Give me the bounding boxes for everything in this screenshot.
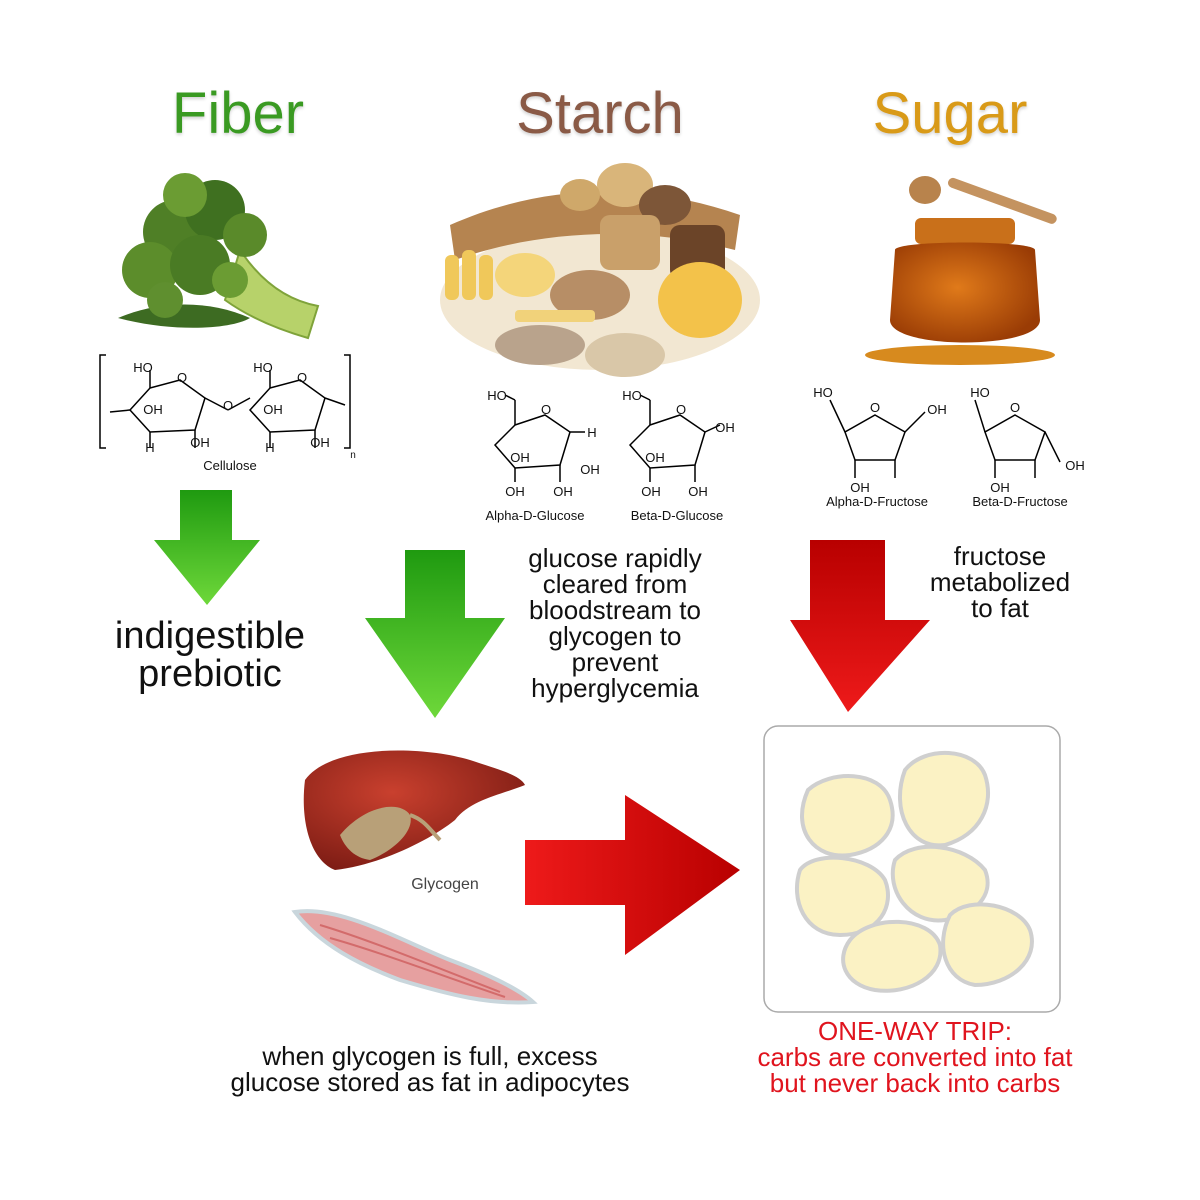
beta-glucose-o: O (675, 402, 687, 417)
starch-down-arrow (365, 550, 505, 718)
adipocytes-panel (763, 725, 1061, 1013)
glucose-note: glucose rapidly cleared from bloodstream… (490, 545, 740, 701)
cellulose-label: Cellulose (203, 458, 257, 473)
fiber-note: indigestible prebiotic (70, 617, 350, 693)
alpha-fructose-oh-2: OH (850, 480, 870, 495)
glucose-note-line-1: glucose rapidly (528, 543, 702, 573)
glucose-note-line-4: glycogen to (548, 621, 682, 651)
beta-fructose-oh-1: OH (1065, 458, 1085, 473)
beta-glucose-label: Beta-D-Glucose (630, 508, 724, 523)
beta-fructose-label: Beta-D-Fructose (972, 494, 1068, 509)
cellulose-oh-2: OH (263, 402, 283, 417)
alpha-fructose-o: O (869, 400, 881, 415)
alpha-glucose-label: Alpha-D-Glucose (485, 508, 585, 523)
starch-title: Starch (516, 81, 684, 146)
glucose-note-line-5: prevent (571, 647, 659, 677)
fiber-down-arrow (154, 490, 260, 605)
cellulose-h-1: H (145, 440, 155, 455)
alpha-glucose-oh-3: OH (505, 484, 525, 499)
glucose-note-line-3: bloodstream to (529, 595, 701, 625)
cellulose-oh-1: OH (143, 402, 163, 417)
cellulose-o-2: O (296, 370, 308, 385)
fructose-note-line-1: fructose (953, 541, 1047, 571)
cellulose-oh-3: OH (190, 435, 210, 450)
one-way-line-3: but never back into carbs (769, 1068, 1061, 1098)
glucose-note-line-6: hyperglycemia (531, 673, 699, 703)
storage-note-line-2: glucose stored as fat in adipocytes (230, 1067, 630, 1097)
broccoli-image (118, 173, 320, 340)
fructose-note-line-2: metabolized (929, 567, 1071, 597)
alpha-fructose-structure (829, 399, 926, 478)
beta-glucose-oh-2: OH (645, 450, 665, 465)
beta-fructose-structure (974, 399, 1061, 478)
honey-jar-image (865, 176, 1057, 365)
cellulose-structure (99, 354, 351, 449)
fructose-note-line-3: to fat (971, 593, 1029, 623)
alpha-fructose-ho: HO (813, 385, 833, 400)
beta-fructose-ho: HO (970, 385, 990, 400)
one-way-line-1: ONE-WAY TRIP: (817, 1016, 1013, 1046)
sugar-title: Sugar (872, 81, 1028, 146)
alpha-glucose-oh-4: OH (553, 484, 573, 499)
alpha-glucose-oh-2: OH (580, 462, 600, 477)
fiber-note-line-1: indigestible (114, 615, 306, 657)
fiber-note-line-2: prebiotic (138, 653, 282, 695)
cellulose-o-link: O (222, 398, 234, 413)
storage-note: when glycogen is full, excess glucose st… (180, 1043, 680, 1095)
beta-glucose-structure (628, 394, 721, 482)
glycogen-label: Glycogen (411, 876, 479, 893)
cellulose-o-1: O (176, 370, 188, 385)
alpha-glucose-oh-1: OH (510, 450, 530, 465)
alpha-glucose-h: H (587, 425, 597, 440)
alpha-fructose-label: Alpha-D-Fructose (826, 494, 928, 509)
beta-glucose-oh-1: OH (715, 420, 735, 435)
alpha-fructose-oh-1: OH (927, 402, 947, 417)
alpha-glucose-o: O (540, 402, 552, 417)
cellulose-h-2: H (265, 440, 275, 455)
beta-glucose-oh-3: OH (641, 484, 661, 499)
storage-note-line-1: when glycogen is full, excess (262, 1041, 598, 1071)
glycogen-to-fat-arrow (525, 795, 740, 955)
glucose-note-line-2: cleared from (542, 569, 688, 599)
beta-fructose-oh-2: OH (990, 480, 1010, 495)
cellulose-ho-2: HO (253, 360, 273, 375)
beta-glucose-ho: HO (622, 388, 642, 403)
cellulose-ho-1: HO (133, 360, 153, 375)
beta-fructose-o: O (1009, 400, 1021, 415)
cellulose-subscript: n (350, 450, 356, 461)
alpha-glucose-ho: HO (487, 388, 507, 403)
sugar-down-arrow (790, 540, 930, 712)
fiber-title: Fiber (171, 81, 305, 146)
one-way-note: ONE-WAY TRIP: carbs are converted into f… (710, 1018, 1120, 1096)
beta-glucose-oh-4: OH (688, 484, 708, 499)
cellulose-oh-4: OH (310, 435, 330, 450)
muscle-image (291, 909, 538, 1005)
alpha-glucose-structure (493, 394, 585, 482)
liver-image (303, 750, 525, 870)
starch-foods-image (440, 163, 760, 377)
fructose-note: fructose metabolized to fat (905, 543, 1095, 621)
one-way-line-2: carbs are converted into fat (757, 1042, 1073, 1072)
